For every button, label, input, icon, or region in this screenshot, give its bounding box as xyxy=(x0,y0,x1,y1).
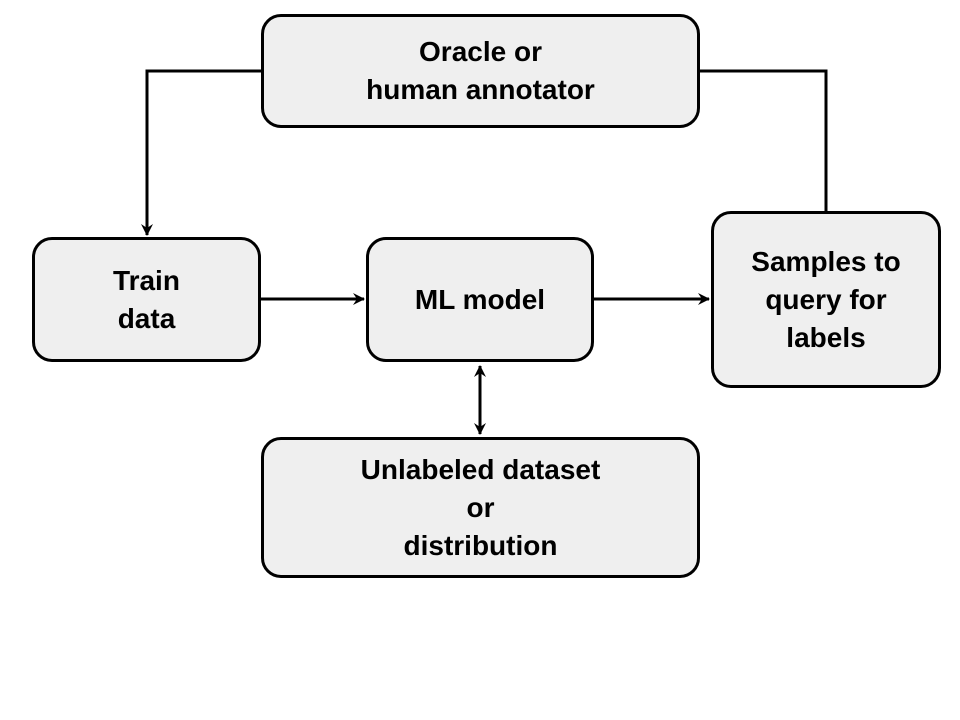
node-unlabeled-line-3: distribution xyxy=(403,529,558,561)
node-oracle-annotator: Oracle or human annotator xyxy=(261,14,700,128)
node-train-line-2: data xyxy=(117,302,176,334)
node-unlabeled-line-2: or xyxy=(466,491,495,523)
node-samples-to-query: Samples to query for labels xyxy=(711,211,941,388)
edge-samples-to-oracle xyxy=(700,69,828,211)
node-model-line-1: ML model xyxy=(414,283,546,315)
node-unlabeled-line-1: Unlabeled dataset xyxy=(360,453,601,485)
node-train-data: Train data xyxy=(32,237,261,362)
node-oracle-line-1: Oracle or xyxy=(419,36,542,67)
node-unlabeled-dataset: Unlabeled dataset or distribution xyxy=(261,437,700,578)
edge-oracle-to-train xyxy=(141,69,261,236)
node-oracle-line-2: human annotator xyxy=(366,74,595,105)
node-train-line-1: Train xyxy=(113,264,180,296)
node-samples-line-2: query for xyxy=(765,283,887,315)
node-ml-model: ML model xyxy=(366,237,594,362)
node-samples-line-1: Samples to xyxy=(751,245,901,277)
node-samples-line-3: labels xyxy=(786,321,866,353)
